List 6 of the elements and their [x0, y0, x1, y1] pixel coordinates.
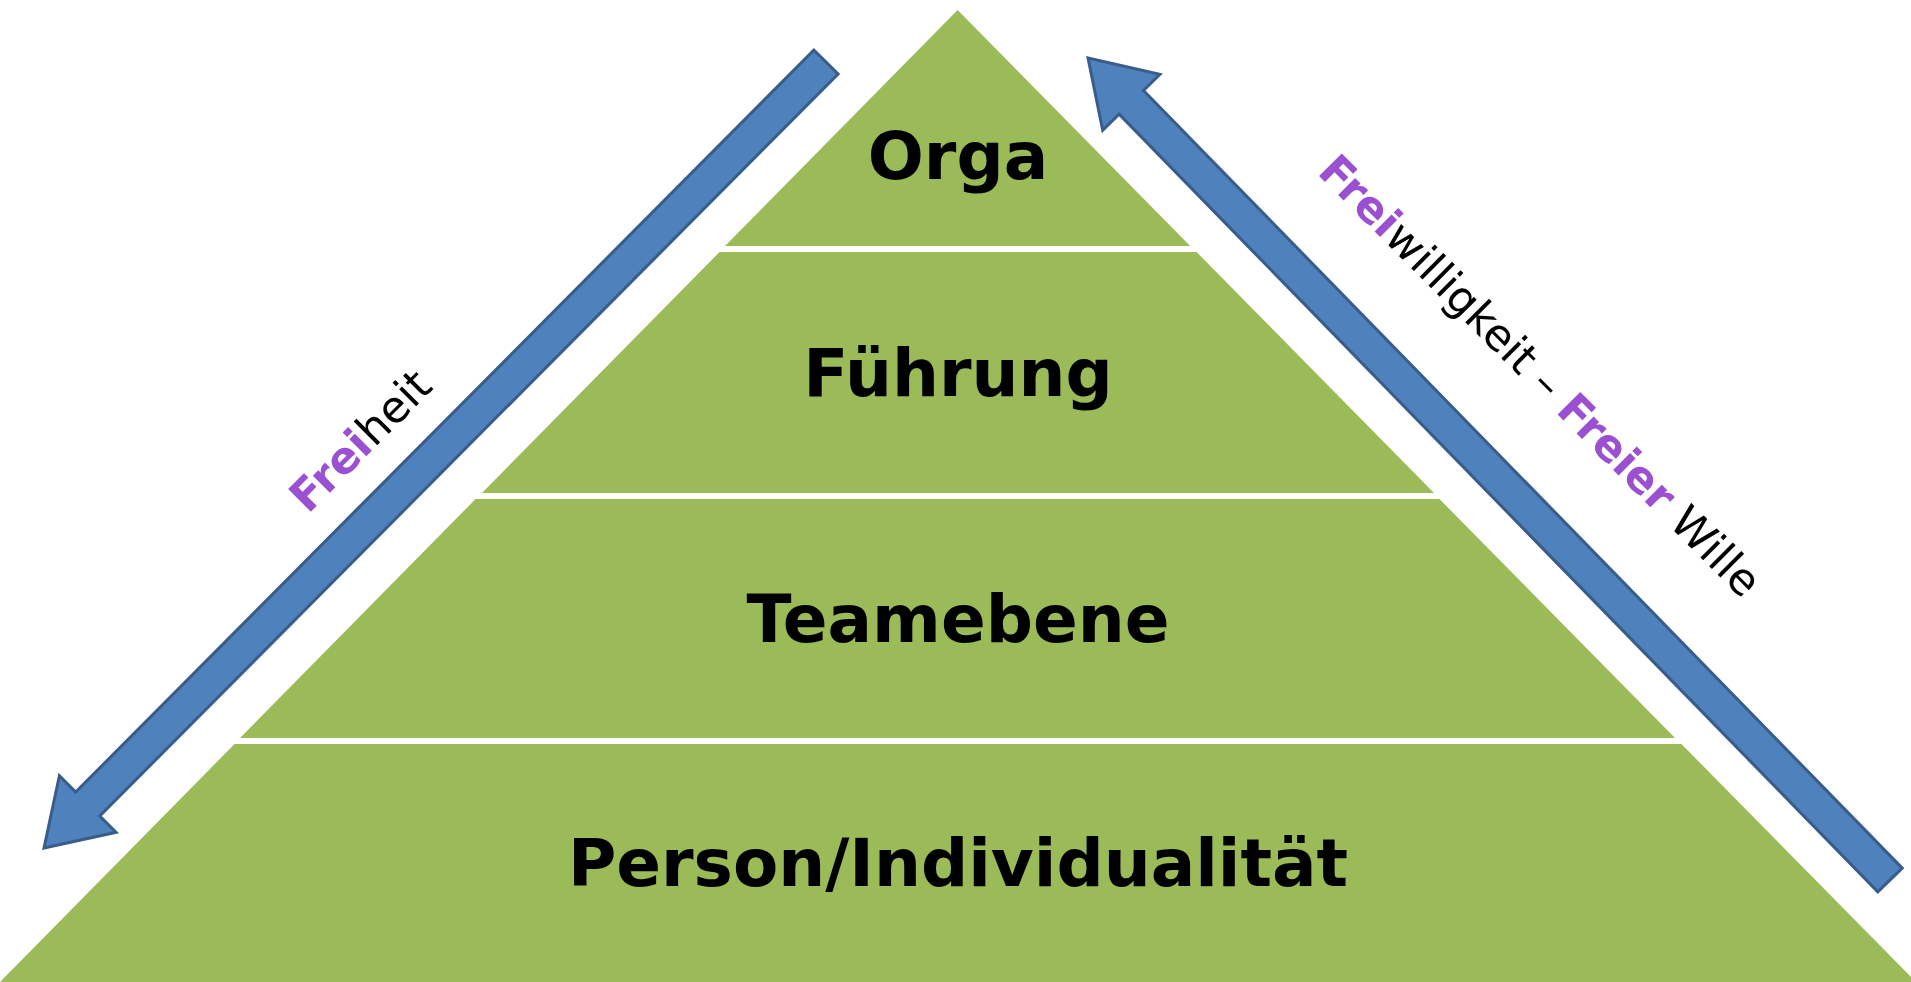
level-label: Person/Individualität — [567, 824, 1349, 902]
pyramid-level — [0, 744, 1911, 982]
level-label: Teamebene — [746, 580, 1170, 657]
level-label: Führung — [803, 334, 1113, 411]
pyramid-top — [725, 10, 1191, 246]
level-label: Orga — [867, 117, 1049, 195]
